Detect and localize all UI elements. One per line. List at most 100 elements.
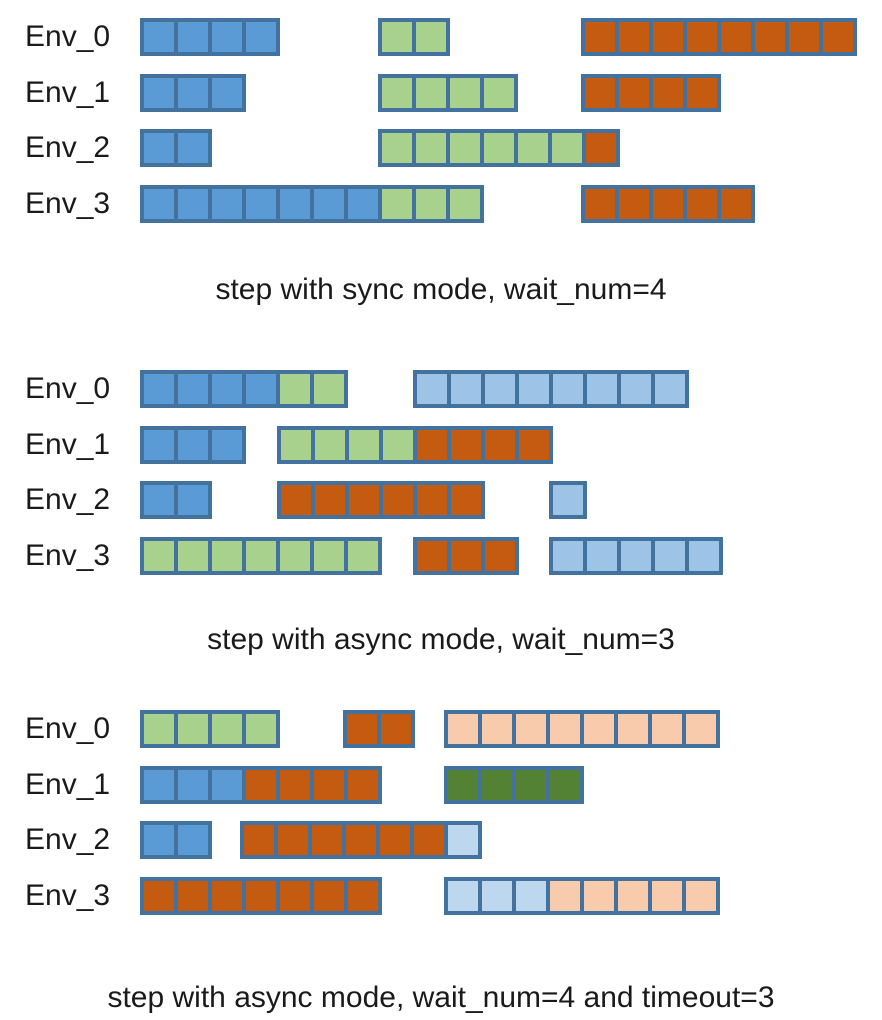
step-cell-blue xyxy=(144,770,174,800)
step-bar xyxy=(549,481,587,519)
panel-caption-sync: step with sync mode, wait_num=4 xyxy=(215,273,667,306)
step-cell-light-blue xyxy=(553,541,583,571)
panel-caption-async-timeout: step with async mode, wait_num=4 and tim… xyxy=(107,981,775,1014)
env-label-env_0-panel0: Env_0 xyxy=(25,20,111,53)
step-cell-green xyxy=(518,133,548,163)
step-cell-green xyxy=(246,714,276,744)
env-label-env_1-panel2: Env_1 xyxy=(25,768,111,801)
step-cell-pale-blue xyxy=(448,825,478,855)
step-cell-blue xyxy=(212,430,242,460)
step-cell-peach xyxy=(652,881,682,911)
step-cell-orange xyxy=(585,22,615,52)
step-cell-orange xyxy=(653,22,683,52)
step-cell-orange xyxy=(349,485,379,515)
step-cell-orange xyxy=(246,770,276,800)
step-cell-orange xyxy=(417,485,447,515)
step-cell-blue xyxy=(144,133,174,163)
step-bar xyxy=(140,766,382,804)
env-label-env_2-panel1: Env_2 xyxy=(25,483,111,516)
step-cell-peach xyxy=(584,881,614,911)
step-cell-light-blue xyxy=(655,374,685,404)
step-cell-green xyxy=(382,189,412,219)
step-cell-green xyxy=(212,714,242,744)
step-cell-orange xyxy=(619,189,649,219)
step-cell-blue xyxy=(144,430,174,460)
step-cell-light-blue xyxy=(621,374,651,404)
step-cell-green xyxy=(416,78,446,108)
step-bar xyxy=(413,537,519,575)
step-bar xyxy=(413,370,689,408)
step-bar xyxy=(549,537,723,575)
step-cell-green xyxy=(314,541,344,571)
step-cell-light-blue xyxy=(587,374,617,404)
step-cell-green xyxy=(212,541,242,571)
step-cell-blue xyxy=(144,825,174,855)
step-cell-orange xyxy=(414,825,444,855)
step-cell-blue xyxy=(144,78,174,108)
step-cell-light-blue xyxy=(451,374,481,404)
step-cell-orange xyxy=(381,714,411,744)
step-cell-blue xyxy=(212,189,242,219)
step-cell-orange xyxy=(348,770,378,800)
step-cell-orange xyxy=(619,22,649,52)
step-cell-blue xyxy=(144,22,174,52)
step-cell-blue xyxy=(178,374,208,404)
step-cell-orange xyxy=(451,485,481,515)
step-cell-orange xyxy=(585,189,615,219)
step-cell-green xyxy=(178,714,208,744)
step-cell-orange xyxy=(417,541,447,571)
step-cell-dark-green xyxy=(482,770,512,800)
step-cell-light-blue xyxy=(655,541,685,571)
step-bar xyxy=(581,185,755,223)
step-cell-green xyxy=(484,133,514,163)
step-cell-orange xyxy=(721,189,751,219)
step-bar xyxy=(277,481,485,519)
step-cell-dark-green xyxy=(516,770,546,800)
step-cell-peach xyxy=(550,714,580,744)
step-cell-light-blue xyxy=(689,541,719,571)
step-cell-peach xyxy=(686,714,716,744)
step-cell-blue xyxy=(178,825,208,855)
step-cell-light-blue xyxy=(553,485,583,515)
step-cell-orange xyxy=(687,22,717,52)
step-cell-pale-blue xyxy=(516,881,546,911)
step-cell-orange xyxy=(312,825,342,855)
step-cell-blue xyxy=(212,770,242,800)
step-cell-green xyxy=(314,374,344,404)
step-bar xyxy=(277,426,553,464)
step-cell-orange xyxy=(314,881,344,911)
env-label-env_3-panel0: Env_3 xyxy=(25,187,111,220)
step-cell-blue xyxy=(178,189,208,219)
step-cell-green xyxy=(280,541,310,571)
step-cell-blue xyxy=(212,78,242,108)
step-cell-orange xyxy=(280,881,310,911)
step-bar xyxy=(140,18,280,56)
step-cell-peach xyxy=(550,881,580,911)
env-label-env_0-panel1: Env_0 xyxy=(25,372,111,405)
step-bar xyxy=(140,877,382,915)
step-cell-orange xyxy=(451,541,481,571)
step-cell-orange xyxy=(281,485,311,515)
step-cell-orange xyxy=(653,189,683,219)
env-label-env_2-panel0: Env_2 xyxy=(25,131,111,164)
step-cell-blue xyxy=(144,485,174,515)
step-cell-blue xyxy=(144,189,174,219)
panel-caption-async: step with async mode, wait_num=3 xyxy=(207,623,675,656)
step-cell-dark-green xyxy=(550,770,580,800)
step-cell-light-blue xyxy=(519,374,549,404)
step-cell-blue xyxy=(314,189,344,219)
step-cell-orange xyxy=(586,133,616,163)
step-bar xyxy=(378,74,518,112)
step-bar xyxy=(140,129,212,167)
step-cell-green xyxy=(281,430,311,460)
step-cell-orange xyxy=(346,825,376,855)
step-bar xyxy=(378,129,620,167)
step-cell-peach xyxy=(686,881,716,911)
step-bar xyxy=(581,18,857,56)
step-cell-orange xyxy=(721,22,751,52)
step-bar xyxy=(444,877,720,915)
step-cell-light-blue xyxy=(485,374,515,404)
env-label-env_0-panel2: Env_0 xyxy=(25,712,111,745)
step-cell-green xyxy=(416,22,446,52)
step-cell-orange xyxy=(144,881,174,911)
